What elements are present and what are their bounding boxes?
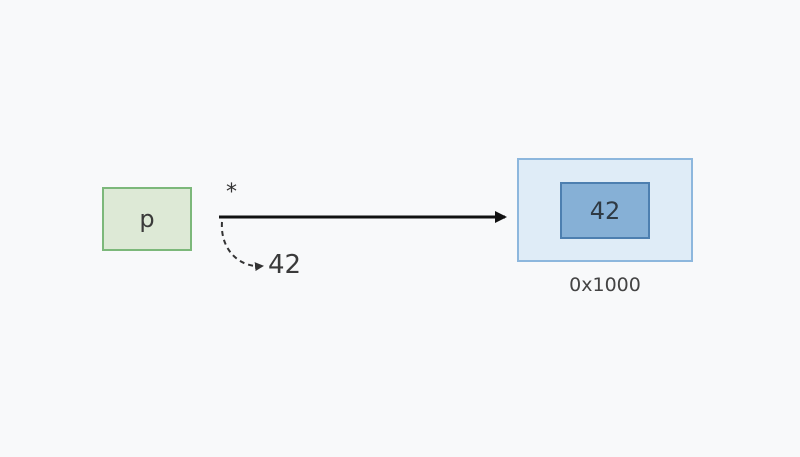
dereference-arrow: [220, 221, 264, 272]
memory-address: 0x1000: [569, 274, 641, 296]
dereferenced-value: 42: [268, 250, 302, 280]
memory-value-box: 42: [560, 182, 650, 239]
pointer-name: p: [139, 205, 155, 233]
dereference-operator: *: [226, 180, 237, 205]
memory-cell: [517, 158, 693, 262]
memory-value: 42: [589, 196, 621, 225]
pointer-variable-box: p: [102, 187, 192, 251]
